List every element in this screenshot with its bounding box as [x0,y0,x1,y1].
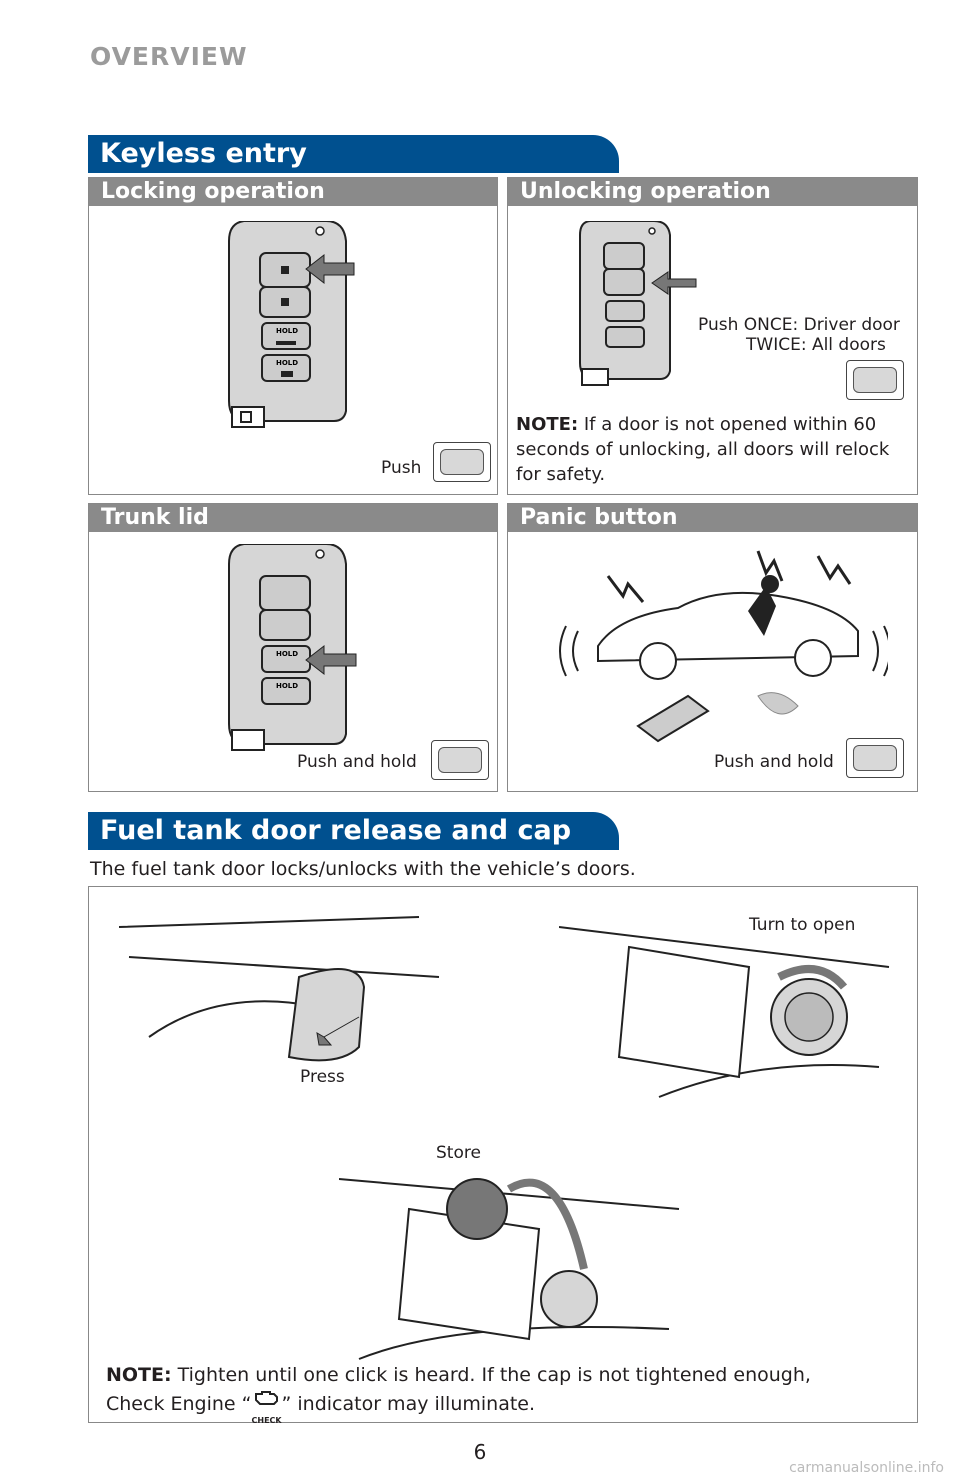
press-label: Press [300,1067,345,1087]
watermark: carmanualsonline.info [789,1460,944,1476]
key-fob-trunk-illustration: HOLD HOLD [228,544,357,751]
panic-car-illustration [559,550,888,743]
key-fob-lock-illustration: HOLD HOLD [228,221,355,428]
panic-push-label: Push and hold [714,752,834,772]
trunk-panel: Trunk lid HOLD HOLD Push and hold [88,503,498,792]
svg-text:HOLD: HOLD [276,650,298,658]
svg-text:HOLD: HOLD [276,682,298,690]
unlocking-panel: Unlocking operation Push ONCE: Driver do… [507,177,918,495]
turn-label: Turn to open [749,915,856,935]
section-header: OVERVIEW [90,42,248,71]
unlock-push-once: Push ONCE: Driver door [698,315,900,335]
trunk-title: Trunk lid [89,504,497,532]
unlocking-title: Unlocking operation [508,178,917,206]
fuel-note-line2b: ” indicator may illuminate. [281,1393,536,1415]
svg-text:HOLD: HOLD [276,359,298,367]
key-fob-unlock-illustration [579,221,697,386]
check-text: CHECK [251,1415,282,1425]
trunk-button-icon [431,740,489,780]
page-number: 6 [473,1440,487,1464]
svg-text:HOLD: HOLD [276,327,298,335]
fuel-door-press-illustration [119,916,440,1062]
fuel-note-line2a: Check Engine “ [106,1393,252,1415]
check-engine-icon: CHECK [252,1390,282,1425]
fuel-note: NOTE: Tighten until one click is heard. … [106,1361,906,1425]
fuel-cap-open-illustration [559,926,890,1098]
unlock-push-twice: TWICE: All doors [746,335,886,355]
store-label: Store [436,1143,481,1163]
panic-panel: Panic button Push and hold [507,503,918,792]
trunk-push-label: Push and hold [297,752,417,772]
unlock-button-icon [846,360,904,400]
panic-button-icon [846,738,904,778]
locking-title: Locking operation [89,178,497,206]
fuel-intro: The fuel tank door locks/unlocks with th… [90,858,636,880]
fuel-note-label: NOTE: [106,1364,172,1386]
keyless-entry-banner: Keyless entry [88,135,619,173]
lock-push-label: Push [381,458,422,478]
panic-title: Panic button [508,504,917,532]
unlock-note-text: If a door is not opened within 60 second… [516,414,890,485]
fuel-panel: Press Turn to open Store NOTE: Tighten u… [88,886,918,1425]
unlock-note: NOTE: If a door is not opened within 60 … [516,412,911,487]
unlock-note-label: NOTE: [516,414,579,435]
fuel-cap-store-illustration [339,1178,680,1360]
locking-panel: Locking operation HOLD HOLD Push [88,177,498,495]
fuel-banner: Fuel tank door release and cap [88,812,619,850]
lock-button-icon [433,442,491,482]
fuel-note-line1: Tighten until one click is heard. If the… [171,1364,811,1386]
